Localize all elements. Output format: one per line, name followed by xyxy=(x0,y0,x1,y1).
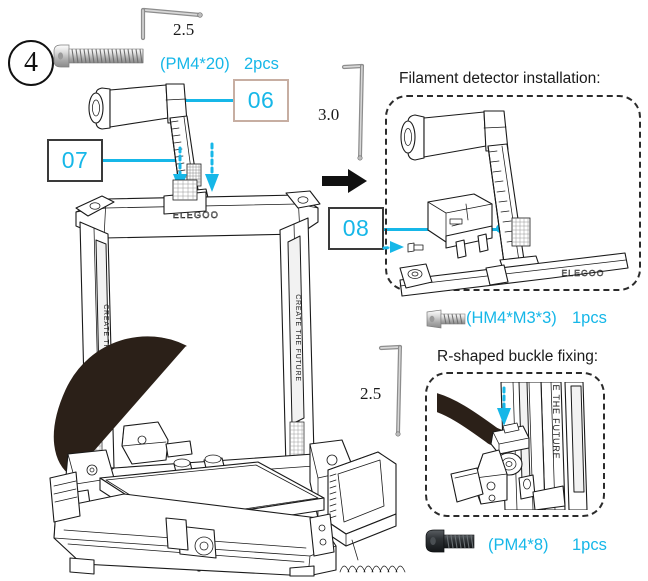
hex-key-2.5-top-size: 2.5 xyxy=(173,20,195,39)
panel-title-filament-detector: Filament detector installation: xyxy=(399,70,601,87)
screw-icon-hm4m3x3 xyxy=(425,307,471,331)
fastener-qty-hm4m3x3: 1pcs xyxy=(572,309,607,327)
fastener-qty-pm4x20: 2pcs xyxy=(244,55,279,73)
fastener-qty-pm4x8: 1pcs xyxy=(572,536,607,554)
leader-line-06 xyxy=(155,99,233,102)
part-label-06-text: 06 xyxy=(247,87,275,113)
part-label-06[interactable]: 06 xyxy=(233,79,289,122)
svg-text:CREATE THE FUTURE: CREATE THE FUTURE xyxy=(294,294,301,382)
part-label-07-text: 07 xyxy=(61,147,89,173)
leader-line-07 xyxy=(103,159,186,162)
svg-text:ELEGOO: ELEGOO xyxy=(561,268,604,278)
svg-text:ELEGOO: ELEGOO xyxy=(173,210,219,220)
r-buckle-illustration: E THE FUTURE xyxy=(437,382,597,510)
screw-icon-pm4x8 xyxy=(424,528,482,554)
buckle-press-arrow xyxy=(493,386,515,428)
part-label-08-text: 08 xyxy=(342,215,370,241)
hex-key-2.5-bottom-size: 2.5 xyxy=(360,384,382,403)
svg-text:E THE FUTURE: E THE FUTURE xyxy=(551,385,561,460)
filament-detector-illustration: ELEGOO xyxy=(382,110,630,297)
hex-key-2.5-top-icon xyxy=(138,6,208,42)
printer-main-illustration: ELEGOO CREATE THE FUTURE xyxy=(18,178,368,577)
part-label-07[interactable]: 07 xyxy=(47,139,103,182)
hex-key-3.0-icon xyxy=(340,62,376,164)
fastener-spec-pm4x8: (PM4*8) xyxy=(488,536,549,554)
screw-icon-pm4x20 xyxy=(52,43,150,69)
panel-r-shaped-buckle xyxy=(425,372,605,517)
step-number-text: 4 xyxy=(24,47,38,78)
process-arrow-icon xyxy=(322,168,368,194)
step-number-badge: 4 xyxy=(8,40,54,86)
hex-key-2.5-bottom-icon xyxy=(378,344,414,440)
panel-title-r-shaped-buckle: R-shaped buckle fixing: xyxy=(437,348,599,365)
hex-key-3.0-size: 3.0 xyxy=(318,105,340,124)
part-label-08[interactable]: 08 xyxy=(328,207,384,250)
printer-touchscreen xyxy=(309,448,410,581)
fastener-spec-pm4x20: (PM4*20) xyxy=(160,55,230,73)
fastener-spec-hm4m3x3: (HM4*M3*3) xyxy=(466,309,557,327)
panel-filament-detector xyxy=(385,95,641,291)
